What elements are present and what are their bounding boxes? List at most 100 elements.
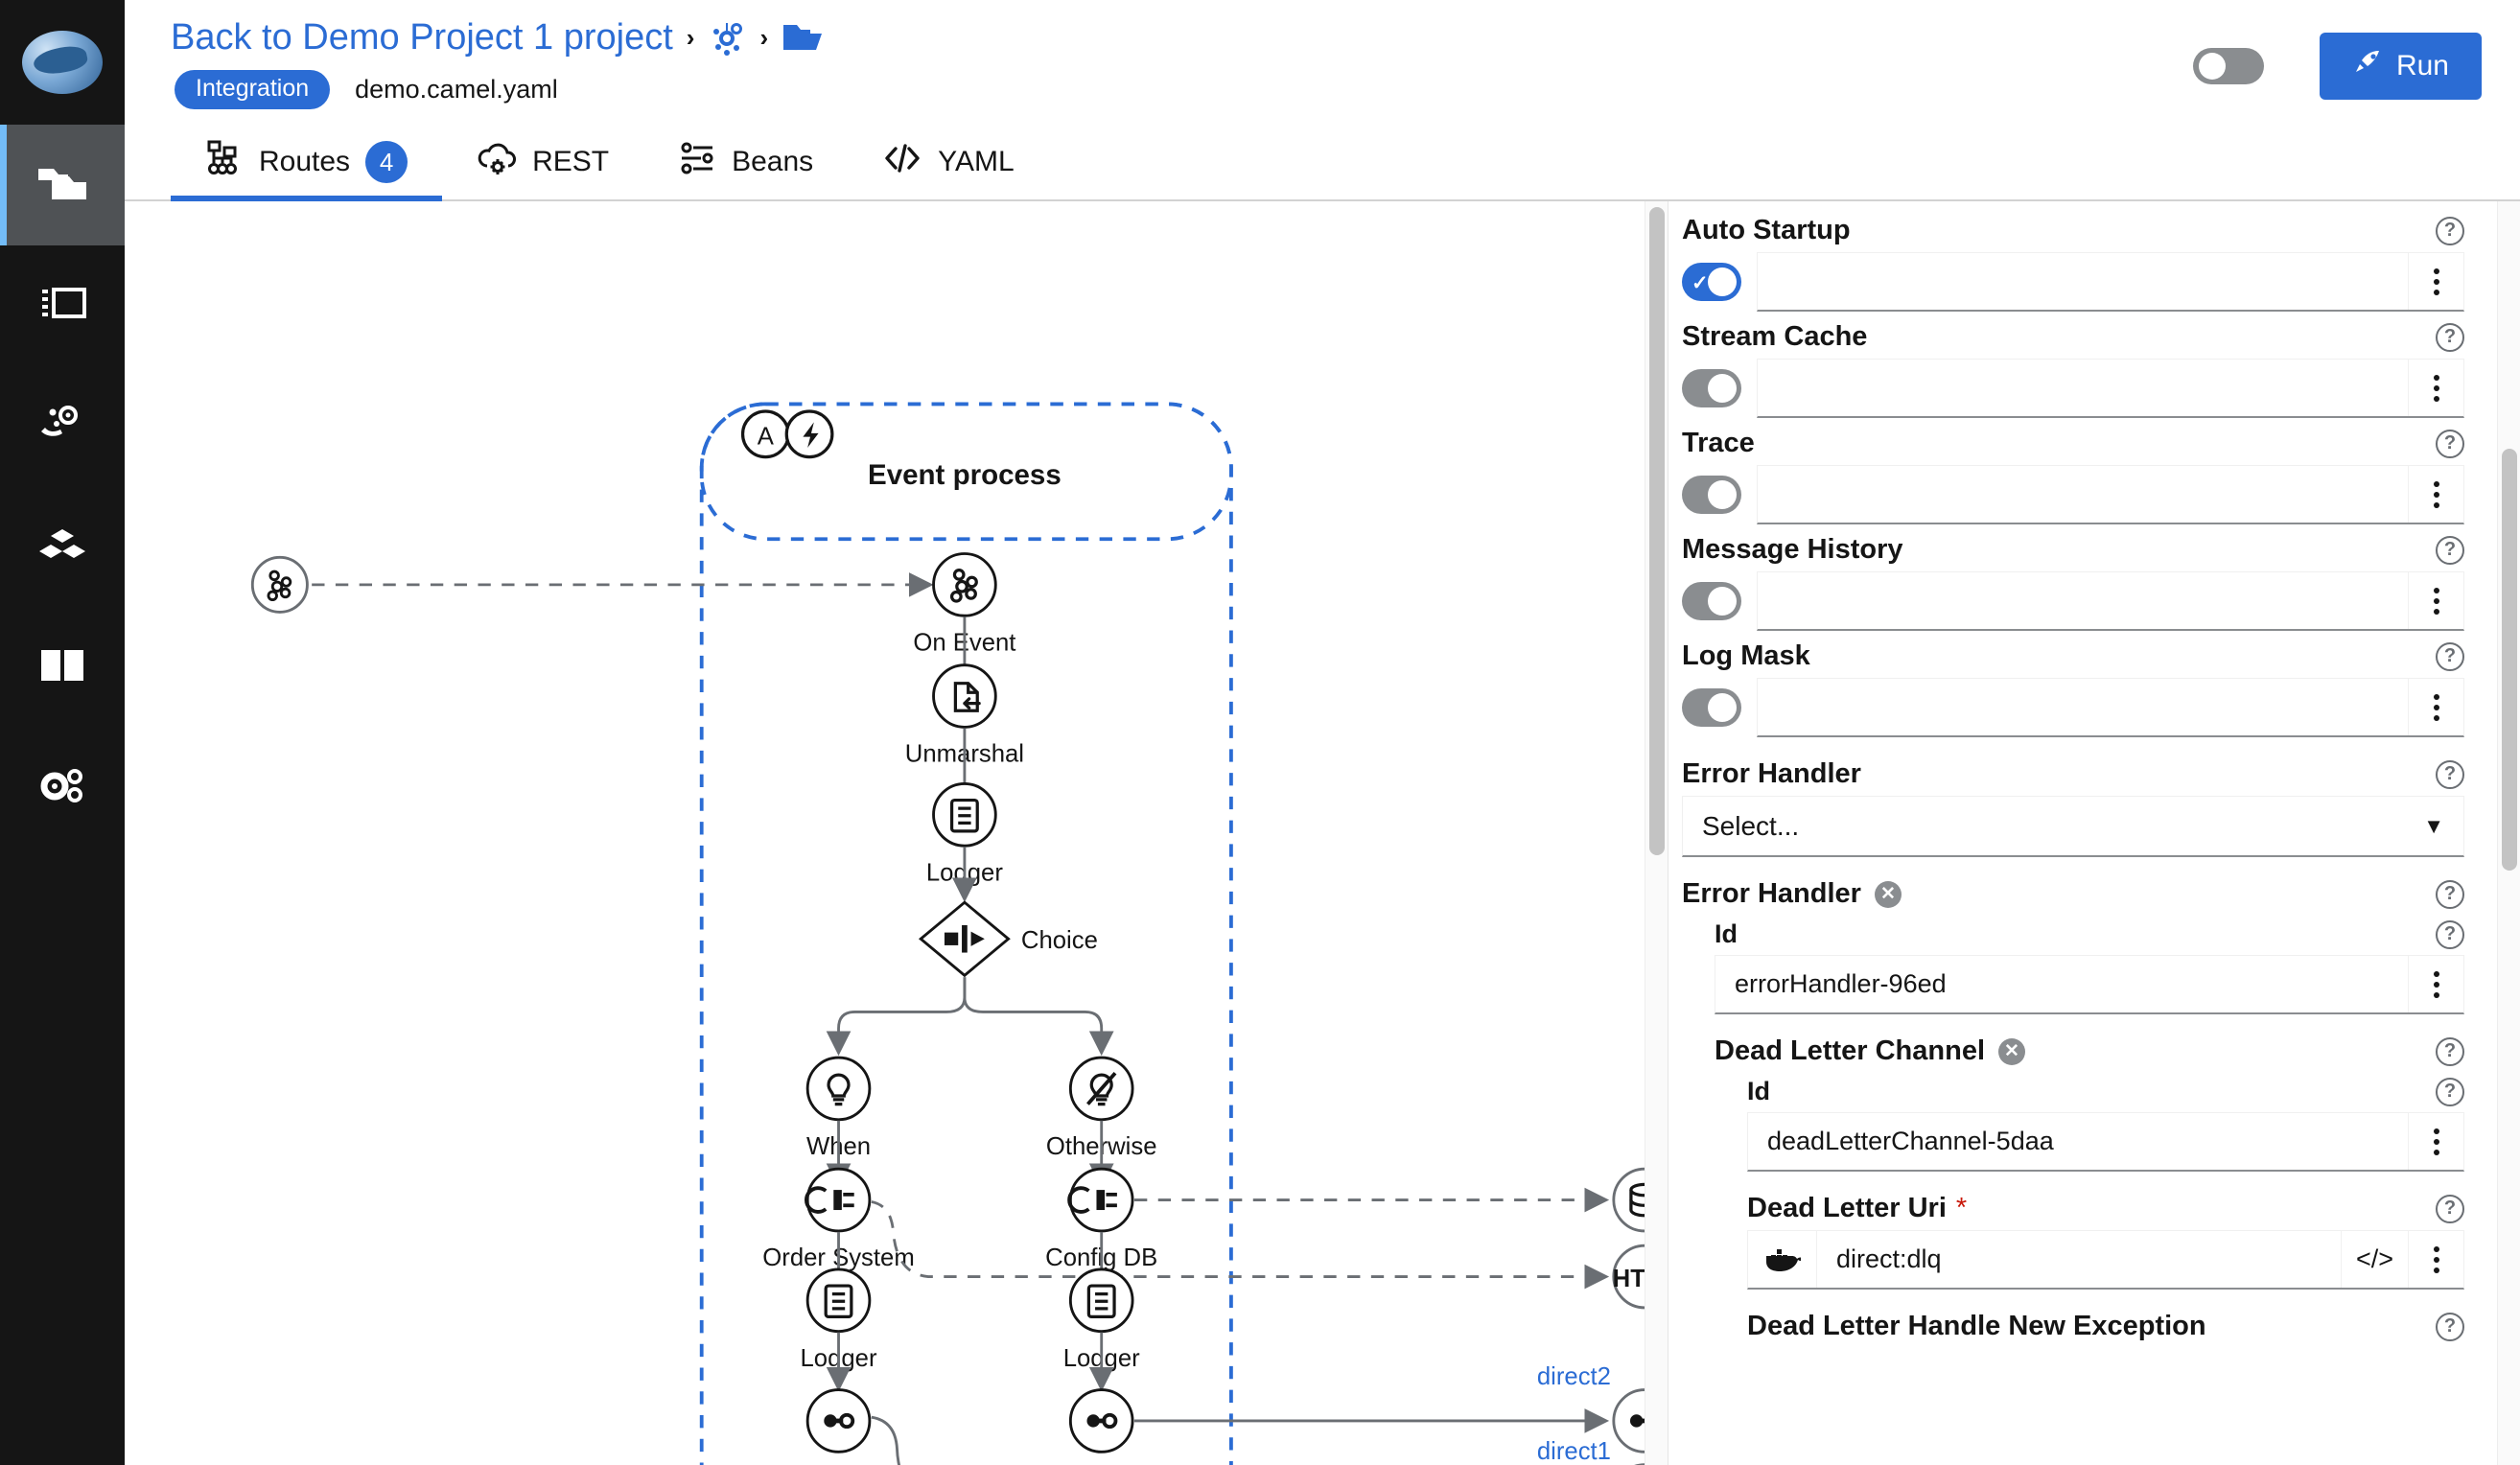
- switch-stream-cache[interactable]: [1682, 369, 1741, 407]
- label-dead-letter-channel: Dead Letter Channel: [1715, 1035, 1985, 1066]
- camel-integration-icon[interactable]: [708, 19, 746, 58]
- entry-node-icon: [267, 570, 292, 602]
- select-error-handler[interactable]: Select... ▼: [1682, 796, 2464, 857]
- kebab-menu-dead-letter-uri[interactable]: [2408, 1231, 2463, 1288]
- switch-log-mask[interactable]: [1682, 688, 1741, 727]
- tab-routes[interactable]: Routes 4: [171, 125, 443, 201]
- kebab-menu-auto-startup[interactable]: [2408, 253, 2463, 310]
- tab-rest[interactable]: REST: [442, 125, 643, 199]
- kebab-menu-stream-cache[interactable]: [2408, 360, 2463, 416]
- tab-routes-count: 4: [365, 141, 408, 183]
- field-message-history: Message History ?: [1682, 534, 2464, 631]
- kebab-menu-log-mask[interactable]: [2408, 679, 2463, 735]
- group-title: Event process: [868, 459, 1062, 491]
- field-log-mask: Log Mask ?: [1682, 640, 2464, 737]
- kebab-menu-trace[interactable]: [2408, 466, 2463, 523]
- input-stream-cache[interactable]: [1758, 360, 2408, 416]
- tab-beans[interactable]: Beans: [643, 125, 848, 199]
- route-diagram: A Event process: [250, 402, 1668, 1465]
- projects-icon: [36, 161, 88, 210]
- tab-routes-label: Routes: [259, 146, 351, 177]
- breadcrumb: Back to Demo Project 1 project › ›: [171, 17, 824, 58]
- label-message-history: Message History: [1682, 534, 1903, 565]
- input-auto-startup[interactable]: [1758, 253, 2408, 310]
- switch-trace[interactable]: [1682, 476, 1741, 514]
- tab-rest-label: REST: [532, 146, 610, 177]
- help-icon-message-history[interactable]: ?: [2436, 535, 2464, 565]
- choice-icon: [944, 924, 985, 953]
- rail-item-services[interactable]: [0, 366, 125, 487]
- route-canvas[interactable]: A Event process: [125, 201, 1668, 1465]
- label-log-mask: Log Mask: [1682, 640, 1810, 671]
- remove-dead-letter-channel-button[interactable]: ✕: [1998, 1037, 2025, 1065]
- docker-icon: [1748, 1231, 1817, 1288]
- page-header: Back to Demo Project 1 project › ›: [125, 0, 2520, 125]
- canvas-scrollbar[interactable]: [1645, 201, 1668, 1465]
- rail-item-templates[interactable]: [0, 245, 125, 366]
- remove-error-handler-button[interactable]: ✕: [1874, 880, 1902, 908]
- breadcrumb-chevron-2: ›: [759, 23, 769, 52]
- breadcrumb-chevron-1: ›: [686, 23, 695, 52]
- switch-message-history[interactable]: [1682, 582, 1741, 620]
- help-icon-trace[interactable]: ?: [2436, 429, 2464, 458]
- templates-icon: [36, 282, 88, 331]
- kebab-menu-message-history[interactable]: [2408, 572, 2463, 629]
- help-icon-error-handler-id[interactable]: ?: [2436, 919, 2464, 949]
- rail-item-settings[interactable]: [0, 729, 125, 849]
- camel-logo[interactable]: [0, 0, 125, 125]
- logger-icon-left: [824, 1284, 853, 1319]
- properties-scrollbar-thumb[interactable]: [2502, 449, 2517, 871]
- input-trace[interactable]: [1758, 466, 2408, 523]
- help-icon-log-mask[interactable]: ?: [2436, 641, 2464, 671]
- breadcrumb-back-link[interactable]: Back to Demo Project 1 project: [171, 17, 673, 58]
- header-subline: Integration demo.camel.yaml: [175, 70, 824, 109]
- help-icon-dead-letter-channel[interactable]: ?: [2436, 1036, 2464, 1066]
- dev-mode-toggle[interactable]: [2192, 48, 2264, 84]
- help-icon-dead-letter-uri[interactable]: ?: [2436, 1194, 2464, 1223]
- main-area: Back to Demo Project 1 project › ›: [125, 0, 2520, 1465]
- rail-item-components[interactable]: [0, 487, 125, 608]
- when-icon: [827, 1073, 851, 1106]
- help-icon-error-handler-select[interactable]: ?: [2436, 759, 2464, 789]
- tab-yaml-label: YAML: [938, 146, 1015, 177]
- rail-item-projects[interactable]: [0, 125, 125, 245]
- folder-open-icon[interactable]: [782, 21, 824, 56]
- label-trace: Trace: [1682, 428, 1755, 458]
- field-dlc-id: Id ?: [1747, 1077, 2464, 1172]
- run-button[interactable]: Run: [2319, 33, 2482, 100]
- switch-auto-startup[interactable]: ✓: [1682, 263, 1741, 301]
- input-message-history[interactable]: [1758, 572, 2408, 629]
- group-error-handler: Error Handler ✕ ?: [1682, 878, 2464, 910]
- help-icon-auto-startup[interactable]: ?: [2436, 216, 2464, 245]
- order-system-icon: [805, 1186, 854, 1214]
- canvas-scrollbar-thumb[interactable]: [1649, 207, 1665, 855]
- input-dlc-id[interactable]: [1748, 1113, 2408, 1170]
- input-wrap-log-mask: [1757, 678, 2464, 737]
- input-wrap-trace: [1757, 465, 2464, 524]
- group-badge-auto: A: [758, 423, 775, 450]
- header-actions: Run: [2192, 17, 2482, 100]
- input-error-handler-id[interactable]: [1715, 956, 2408, 1012]
- kebab-menu-dlc-id[interactable]: [2408, 1113, 2463, 1170]
- routes-icon: [205, 139, 244, 185]
- input-wrap-message-history: [1757, 571, 2464, 631]
- help-icon-error-handler-group[interactable]: ?: [2436, 879, 2464, 909]
- field-stream-cache: Stream Cache ?: [1682, 321, 2464, 418]
- settings-icon: [36, 765, 88, 814]
- rocket-icon: [2352, 47, 2383, 85]
- unmarshal-icon: [953, 682, 981, 712]
- input-wrap-dlc-id: [1747, 1112, 2464, 1172]
- help-icon-dlc-id[interactable]: ?: [2436, 1077, 2464, 1106]
- input-log-mask[interactable]: [1758, 679, 2408, 735]
- beans-icon: [678, 141, 716, 183]
- run-button-label: Run: [2395, 50, 2449, 81]
- properties-scrollbar[interactable]: [2497, 201, 2520, 1465]
- help-icon-stream-cache[interactable]: ?: [2436, 322, 2464, 352]
- input-dead-letter-uri[interactable]: [1817, 1231, 2341, 1288]
- code-expression-icon[interactable]: </>: [2341, 1231, 2408, 1288]
- tab-yaml[interactable]: YAML: [848, 125, 1048, 199]
- rail-item-knowledgebase[interactable]: [0, 608, 125, 729]
- kebab-menu-error-handler-id[interactable]: [2408, 956, 2463, 1012]
- help-icon-dlhne[interactable]: ?: [2436, 1312, 2464, 1341]
- services-icon: [35, 403, 89, 452]
